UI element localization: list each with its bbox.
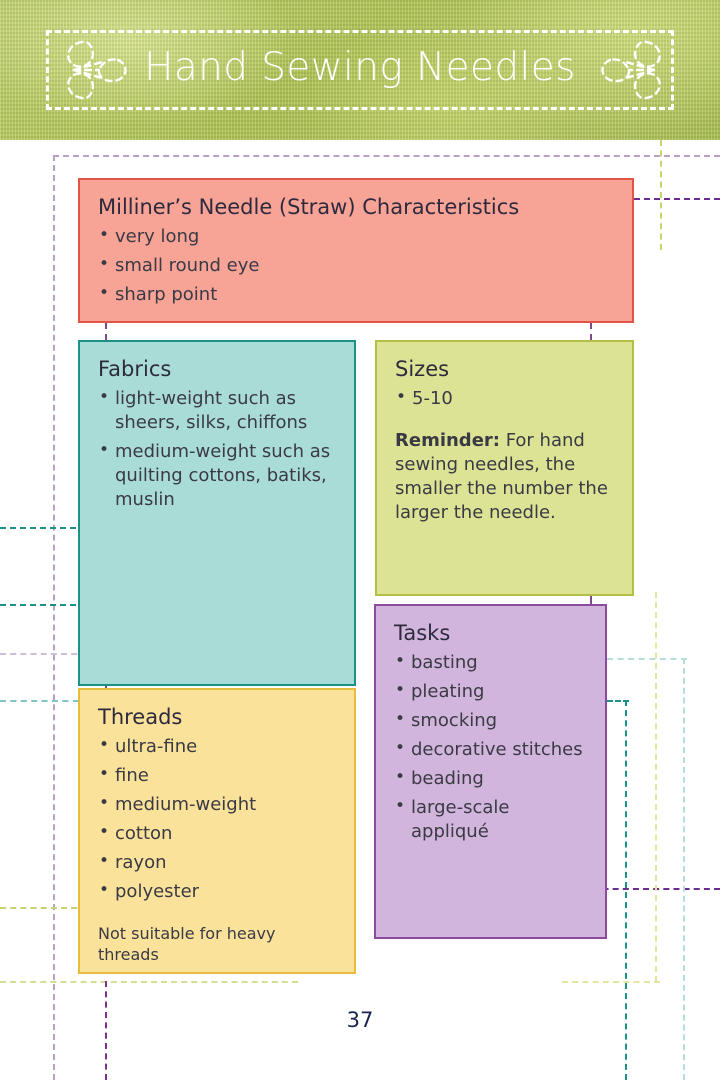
guide-line-h (562, 981, 660, 983)
list-item: very long (98, 224, 616, 249)
list-item: fine (98, 763, 338, 788)
guide-line-h (607, 658, 687, 660)
card-title: Milliner’s Needle (Straw) Characteristic… (98, 195, 520, 219)
list-item: small round eye (98, 253, 616, 278)
list-item: light-weight such as sheers, silks, chif… (98, 386, 338, 435)
header-dashed-frame (46, 30, 674, 110)
list-item: polyester (98, 879, 338, 904)
page-number: 37 (346, 1008, 374, 1032)
card-connector (590, 323, 592, 340)
reminder-text: For hand sewing needles, the smaller the… (395, 430, 608, 523)
guide-line-h (634, 198, 720, 200)
list-item: large-scale appliqué (394, 795, 589, 844)
card-title: Threads (98, 705, 183, 729)
list-item: sharp point (98, 282, 616, 307)
card-list: light-weight such as sheers, silks, chif… (98, 386, 338, 512)
list-item: medium-weight (98, 792, 338, 817)
list-item: medium-weight such as quilting cottons, … (98, 439, 338, 512)
list-item: pleating (394, 679, 589, 704)
card-connector (590, 596, 592, 604)
card-list: very long small round eye sharp point (98, 224, 616, 307)
guide-line-v (655, 592, 657, 982)
guide-line-h (53, 155, 720, 157)
card-list: 5-10 (395, 386, 616, 411)
threads-footnote: Not suitable for heavy threads (98, 923, 276, 964)
list-item: ultra-fine (98, 734, 338, 759)
list-item: cotton (98, 821, 338, 846)
card-list: basting pleating smocking decorative sti… (394, 650, 589, 844)
guide-line-v (683, 658, 685, 1080)
card-title: Fabrics (98, 357, 172, 381)
guide-line-h (562, 888, 720, 890)
card-tasks: Tasks basting pleating smocking decorati… (374, 604, 607, 939)
page-title: Hand Sewing Needles (144, 45, 576, 90)
guide-line-v (660, 140, 662, 250)
list-item: smocking (394, 708, 589, 733)
list-item: beading (394, 766, 589, 791)
reminder-label: Reminder: (395, 430, 500, 452)
stitch-flower-icon (67, 40, 127, 100)
card-milliners-needle-characteristics: Milliner’s Needle (Straw) Characteristic… (78, 178, 634, 323)
guide-line-v (53, 155, 55, 1080)
list-item: 5-10 (395, 386, 616, 411)
guide-line-v (625, 700, 627, 1080)
guide-line-v (105, 981, 107, 1080)
card-threads: Threads ultra-fine fine medium-weight co… (78, 688, 356, 974)
reminder-note: Reminder: For hand sewing needles, the s… (395, 429, 616, 525)
card-fabrics: Fabrics light-weight such as sheers, sil… (78, 340, 356, 686)
guide-line-h (0, 981, 298, 983)
list-item: basting (394, 650, 589, 675)
card-connector (105, 323, 107, 340)
list-item: decorative stitches (394, 737, 589, 762)
stitch-flower-icon (601, 40, 661, 100)
card-list: ultra-fine fine medium-weight cotton ray… (98, 734, 338, 904)
guide-line-h (607, 700, 629, 702)
page-header-banner: Hand Sewing Needles (0, 0, 720, 140)
card-title: Tasks (394, 621, 451, 645)
card-sizes: Sizes 5-10 Reminder: For hand sewing nee… (375, 340, 634, 596)
card-title: Sizes (395, 357, 450, 381)
guide-line-h (0, 700, 110, 702)
list-item: rayon (98, 850, 338, 875)
